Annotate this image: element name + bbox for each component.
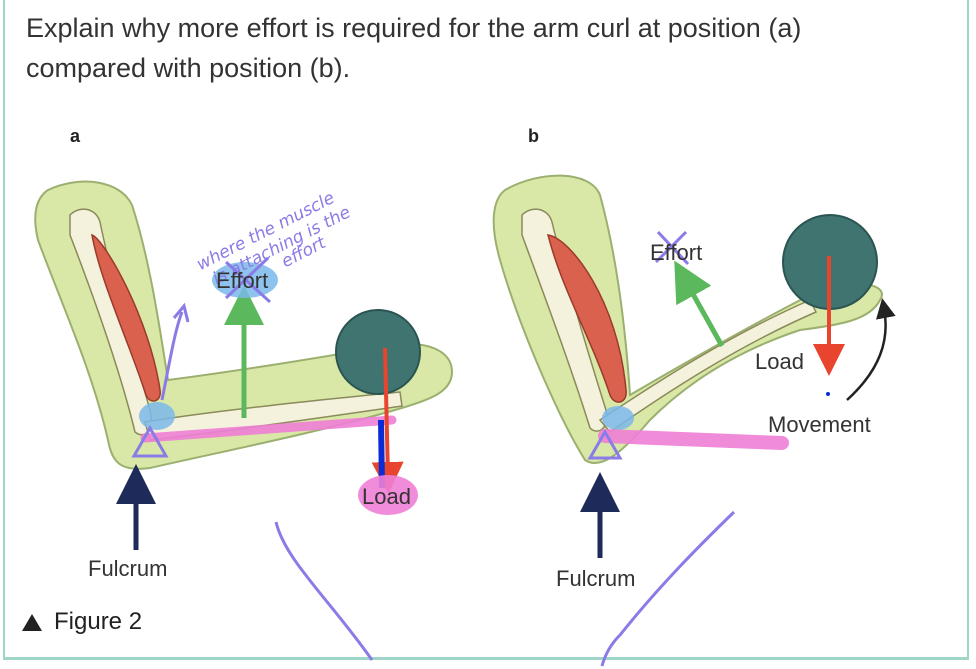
panel-b-fulcrum-triangle	[587, 428, 623, 460]
panel-b-movement-arrow	[846, 298, 896, 401]
panel-a-effort-label: Effort	[216, 268, 269, 293]
panel-b-pen-dot	[826, 392, 830, 396]
figure-caption: Figure 2	[22, 608, 142, 636]
question-line-2: compared with position (b).	[26, 53, 351, 83]
panel-b-effort-label: Effort	[650, 240, 703, 265]
caption-text: Figure 2	[54, 608, 143, 635]
panel-a-load-label: Load	[362, 484, 411, 509]
triangle-icon	[22, 613, 42, 631]
panel-b-fulcrum-label: Fulcrum	[556, 566, 636, 591]
panel-a-pen-arrowhead	[172, 302, 190, 323]
pen-curve-right	[600, 510, 736, 667]
panel-a-lever-highlight	[140, 415, 397, 443]
panel-b-lever-highlight	[598, 429, 789, 450]
panel-b-effort-arrow	[674, 260, 725, 348]
question-line-1: Explain why more effort is required for …	[26, 13, 802, 43]
panel-a-insertion-highlight	[139, 402, 175, 430]
panel-a-pen-arrow	[160, 311, 184, 401]
panel-a-load-arrow	[371, 347, 404, 494]
question-frame	[3, 0, 969, 660]
panel-a-label: a	[70, 126, 81, 146]
panel-b-insertion-highlight	[602, 406, 634, 430]
panel-a-load-highlight	[358, 475, 418, 515]
panel-a-fulcrum-triangle	[131, 424, 169, 458]
pen-curve-left	[274, 521, 374, 661]
panel-b-movement-label: Movement	[768, 412, 871, 437]
panel-a-effort-strike	[224, 256, 272, 304]
question-text: Explain why more effort is required for …	[26, 8, 926, 88]
panel-b-effort-strike	[654, 230, 690, 266]
panel-b-label: b	[528, 126, 539, 146]
panel-b-load-label: Load	[755, 349, 804, 374]
panel-a-fulcrum-label: Fulcrum	[88, 556, 168, 581]
